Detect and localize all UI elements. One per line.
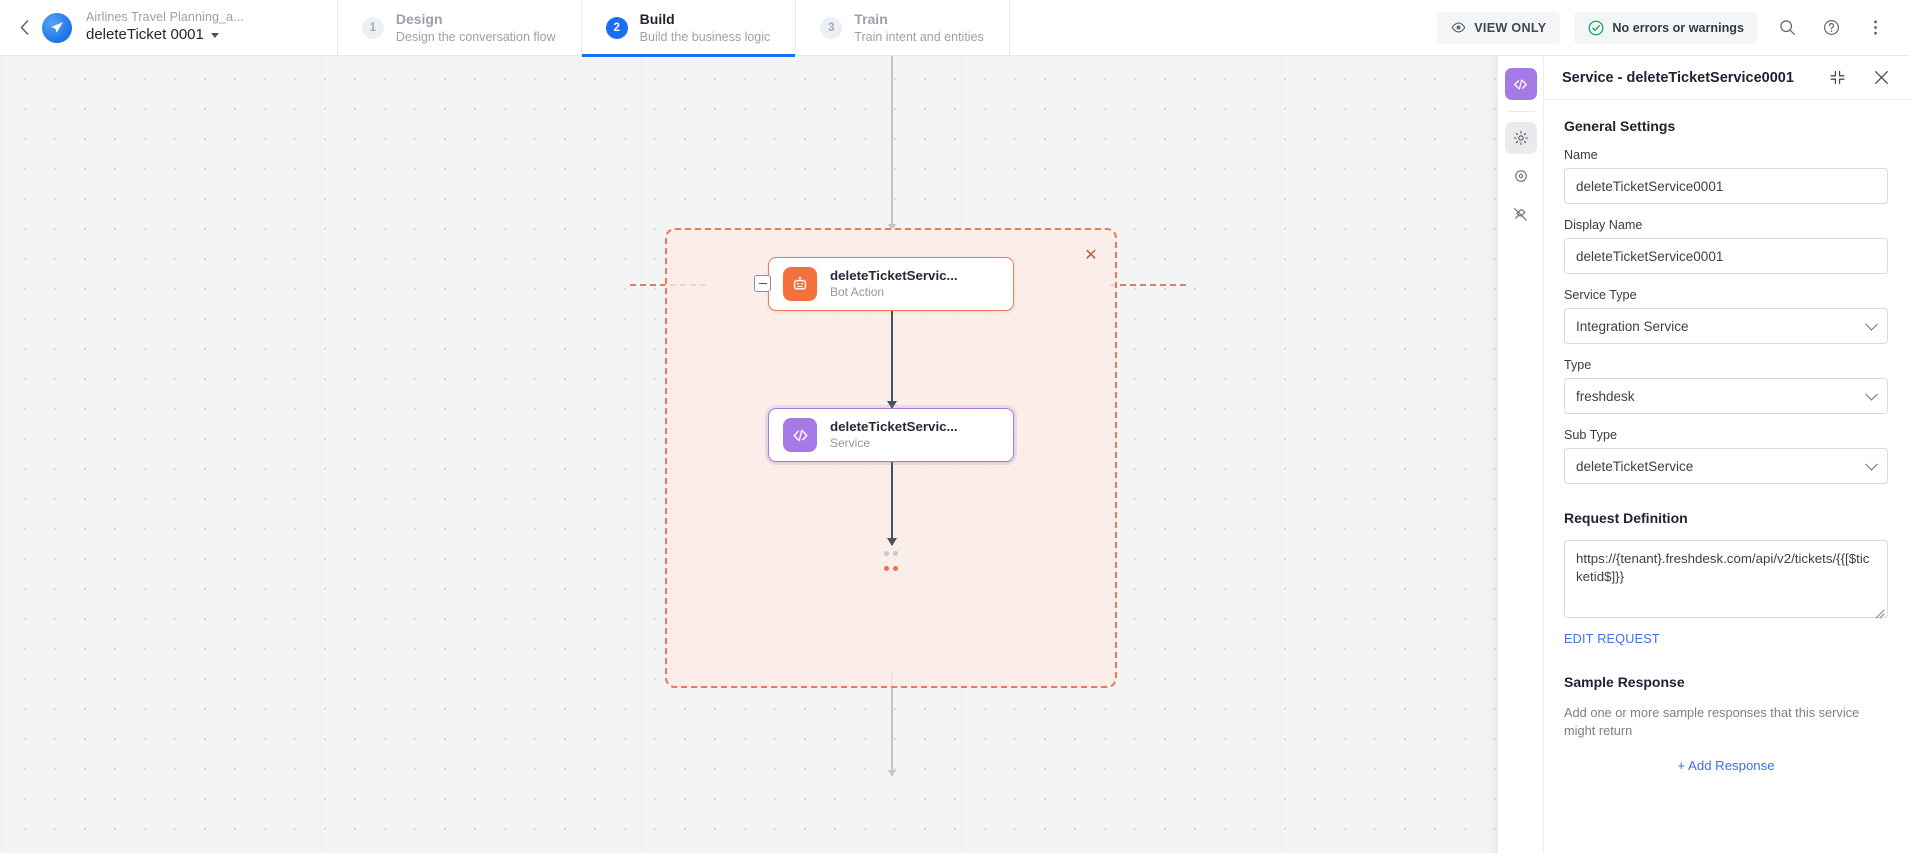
display-name-label: Display Name xyxy=(1564,218,1643,232)
type-label: Type xyxy=(1564,358,1592,372)
help-circle-icon xyxy=(1823,20,1839,35)
connector-dots-red xyxy=(884,566,898,571)
field-service-type: Service Type Integration Service xyxy=(1564,288,1888,344)
node-title: deleteTicketServic... xyxy=(830,419,958,435)
chevron-down-icon xyxy=(210,33,219,39)
field-sub-type: Sub Type deleteTicketService xyxy=(1564,428,1888,484)
node-bot-action[interactable]: deleteTicketServic... Bot Action xyxy=(768,257,1014,311)
step-train[interactable]: 3 Train Train intent and entities xyxy=(795,0,1010,56)
top-bar-actions: VIEW ONLY No errors or warnings xyxy=(1437,0,1910,55)
back-button[interactable] xyxy=(0,0,42,55)
properties-panel: Service - deleteTicketService0001 xyxy=(1497,56,1910,853)
top-bar: Airlines Travel Planning_a... deleteTick… xyxy=(0,0,1910,57)
chevron-down-icon xyxy=(1865,387,1878,401)
step-number: 3 xyxy=(820,17,843,39)
node-subtitle: Service xyxy=(830,436,871,451)
chevron-left-icon xyxy=(20,20,28,35)
status-label: No errors or warnings xyxy=(1612,20,1744,35)
flow-edge-top xyxy=(887,56,896,231)
node-title: deleteTicketServic... xyxy=(830,268,958,284)
request-definition-textarea[interactable]: https://{tenant}.freshdesk.com/api/v2/ti… xyxy=(1564,540,1888,618)
field-type: Type freshdesk xyxy=(1564,358,1888,414)
sub-type-label: Sub Type xyxy=(1564,428,1617,442)
rail-code-icon[interactable] xyxy=(1504,68,1537,100)
group-lane-right xyxy=(1110,284,1186,286)
collapse-icon xyxy=(1829,70,1845,85)
connector-dots-grey xyxy=(884,551,898,556)
breadcrumb: Airlines Travel Planning_a... deleteTick… xyxy=(86,10,244,45)
collapse-group-button[interactable] xyxy=(754,275,771,292)
type-value: freshdesk xyxy=(1576,388,1635,404)
field-name: Name xyxy=(1564,148,1888,204)
name-label: Name xyxy=(1564,148,1598,162)
chevron-down-icon xyxy=(1865,457,1878,471)
step-design[interactable]: 1 Design Design the conversation flow xyxy=(336,0,581,56)
node-subtitle: Bot Action xyxy=(830,285,885,300)
sub-type-value: deleteTicketService xyxy=(1576,458,1694,474)
edge-service-to-next xyxy=(887,462,897,546)
service-type-value: Integration Service xyxy=(1576,318,1689,334)
service-type-select[interactable]: Integration Service xyxy=(1564,308,1888,344)
step-number: 2 xyxy=(605,17,628,39)
panel-header: Service - deleteTicketService0001 xyxy=(1544,56,1910,100)
search-button[interactable] xyxy=(1772,13,1802,43)
more-options-button[interactable] xyxy=(1860,13,1890,43)
rail-target-icon[interactable] xyxy=(1505,160,1537,192)
add-response-link[interactable]: + Add Response xyxy=(1677,758,1775,774)
rail-plug-off-icon[interactable] xyxy=(1505,198,1537,230)
step-title: Train xyxy=(854,11,888,28)
app-logo-icon xyxy=(42,12,72,43)
panel-body: Service - deleteTicketService0001 xyxy=(1544,56,1910,853)
sub-type-select[interactable]: deleteTicketService xyxy=(1564,448,1888,484)
step-build[interactable]: 2 Build Build the business logic xyxy=(580,0,796,57)
sample-response-description: Add one or more sample responses that th… xyxy=(1564,705,1860,739)
flow-name-label: deleteTicket 0001 xyxy=(86,26,204,44)
flow-edge-bottom xyxy=(887,672,896,777)
view-only-label: VIEW ONLY xyxy=(1474,20,1547,35)
bot-action-icon xyxy=(783,267,817,301)
panel-content[interactable]: General Settings Name Display Name Servi… xyxy=(1544,100,1910,853)
step-title: Design xyxy=(395,11,443,28)
display-name-input[interactable] xyxy=(1564,238,1888,274)
rail-gear-icon[interactable] xyxy=(1504,122,1537,154)
general-settings-heading: General Settings xyxy=(1564,118,1676,134)
type-select[interactable]: freshdesk xyxy=(1564,378,1888,414)
step-title: Build xyxy=(639,11,675,28)
chevron-down-icon xyxy=(1865,317,1878,331)
panel-collapse-button[interactable] xyxy=(1822,63,1852,93)
search-icon xyxy=(1779,20,1795,35)
wizard-steps: 1 Design Design the conversation flow 2 … xyxy=(336,0,1010,57)
edit-request-link[interactable]: EDIT REQUEST xyxy=(1564,632,1660,646)
panel-icon-rail xyxy=(1498,56,1544,853)
field-display-name: Display Name xyxy=(1564,218,1888,274)
step-desc: Train intent and entities xyxy=(854,30,984,45)
project-name: Airlines Travel Planning_a... xyxy=(86,9,244,24)
edge-bot-to-service xyxy=(887,311,897,409)
panel-title: Service - deleteTicketService0001 xyxy=(1562,69,1794,86)
step-desc: Design the conversation flow xyxy=(395,30,556,45)
node-service[interactable]: deleteTicketServic... Service xyxy=(768,408,1014,462)
service-type-label: Service Type xyxy=(1564,288,1637,302)
check-circle-icon xyxy=(1588,20,1604,35)
eye-icon xyxy=(1451,22,1466,33)
group-close-icon[interactable]: ✕ xyxy=(1084,247,1098,264)
panel-close-button[interactable] xyxy=(1866,63,1896,93)
name-input[interactable] xyxy=(1564,168,1888,204)
step-number: 1 xyxy=(361,17,384,39)
request-definition-heading: Request Definition xyxy=(1564,510,1688,526)
step-desc: Build the business logic xyxy=(639,30,771,45)
close-icon xyxy=(1874,71,1888,84)
flow-canvas[interactable]: ✕ deleteTicketServic... Bot Action xyxy=(0,56,1497,853)
code-brackets-icon xyxy=(783,418,817,452)
view-only-badge[interactable]: VIEW ONLY xyxy=(1437,11,1561,44)
sample-response-heading: Sample Response xyxy=(1564,674,1685,690)
flow-name-dropdown[interactable]: deleteTicket 0001 xyxy=(86,26,244,45)
more-vertical-icon xyxy=(1873,20,1877,35)
rail-divider xyxy=(1506,111,1535,112)
help-button[interactable] xyxy=(1816,13,1846,43)
status-badge[interactable]: No errors or warnings xyxy=(1574,11,1758,44)
request-definition-wrap: https://{tenant}.freshdesk.com/api/v2/ti… xyxy=(1564,540,1888,623)
minus-icon xyxy=(758,282,767,285)
